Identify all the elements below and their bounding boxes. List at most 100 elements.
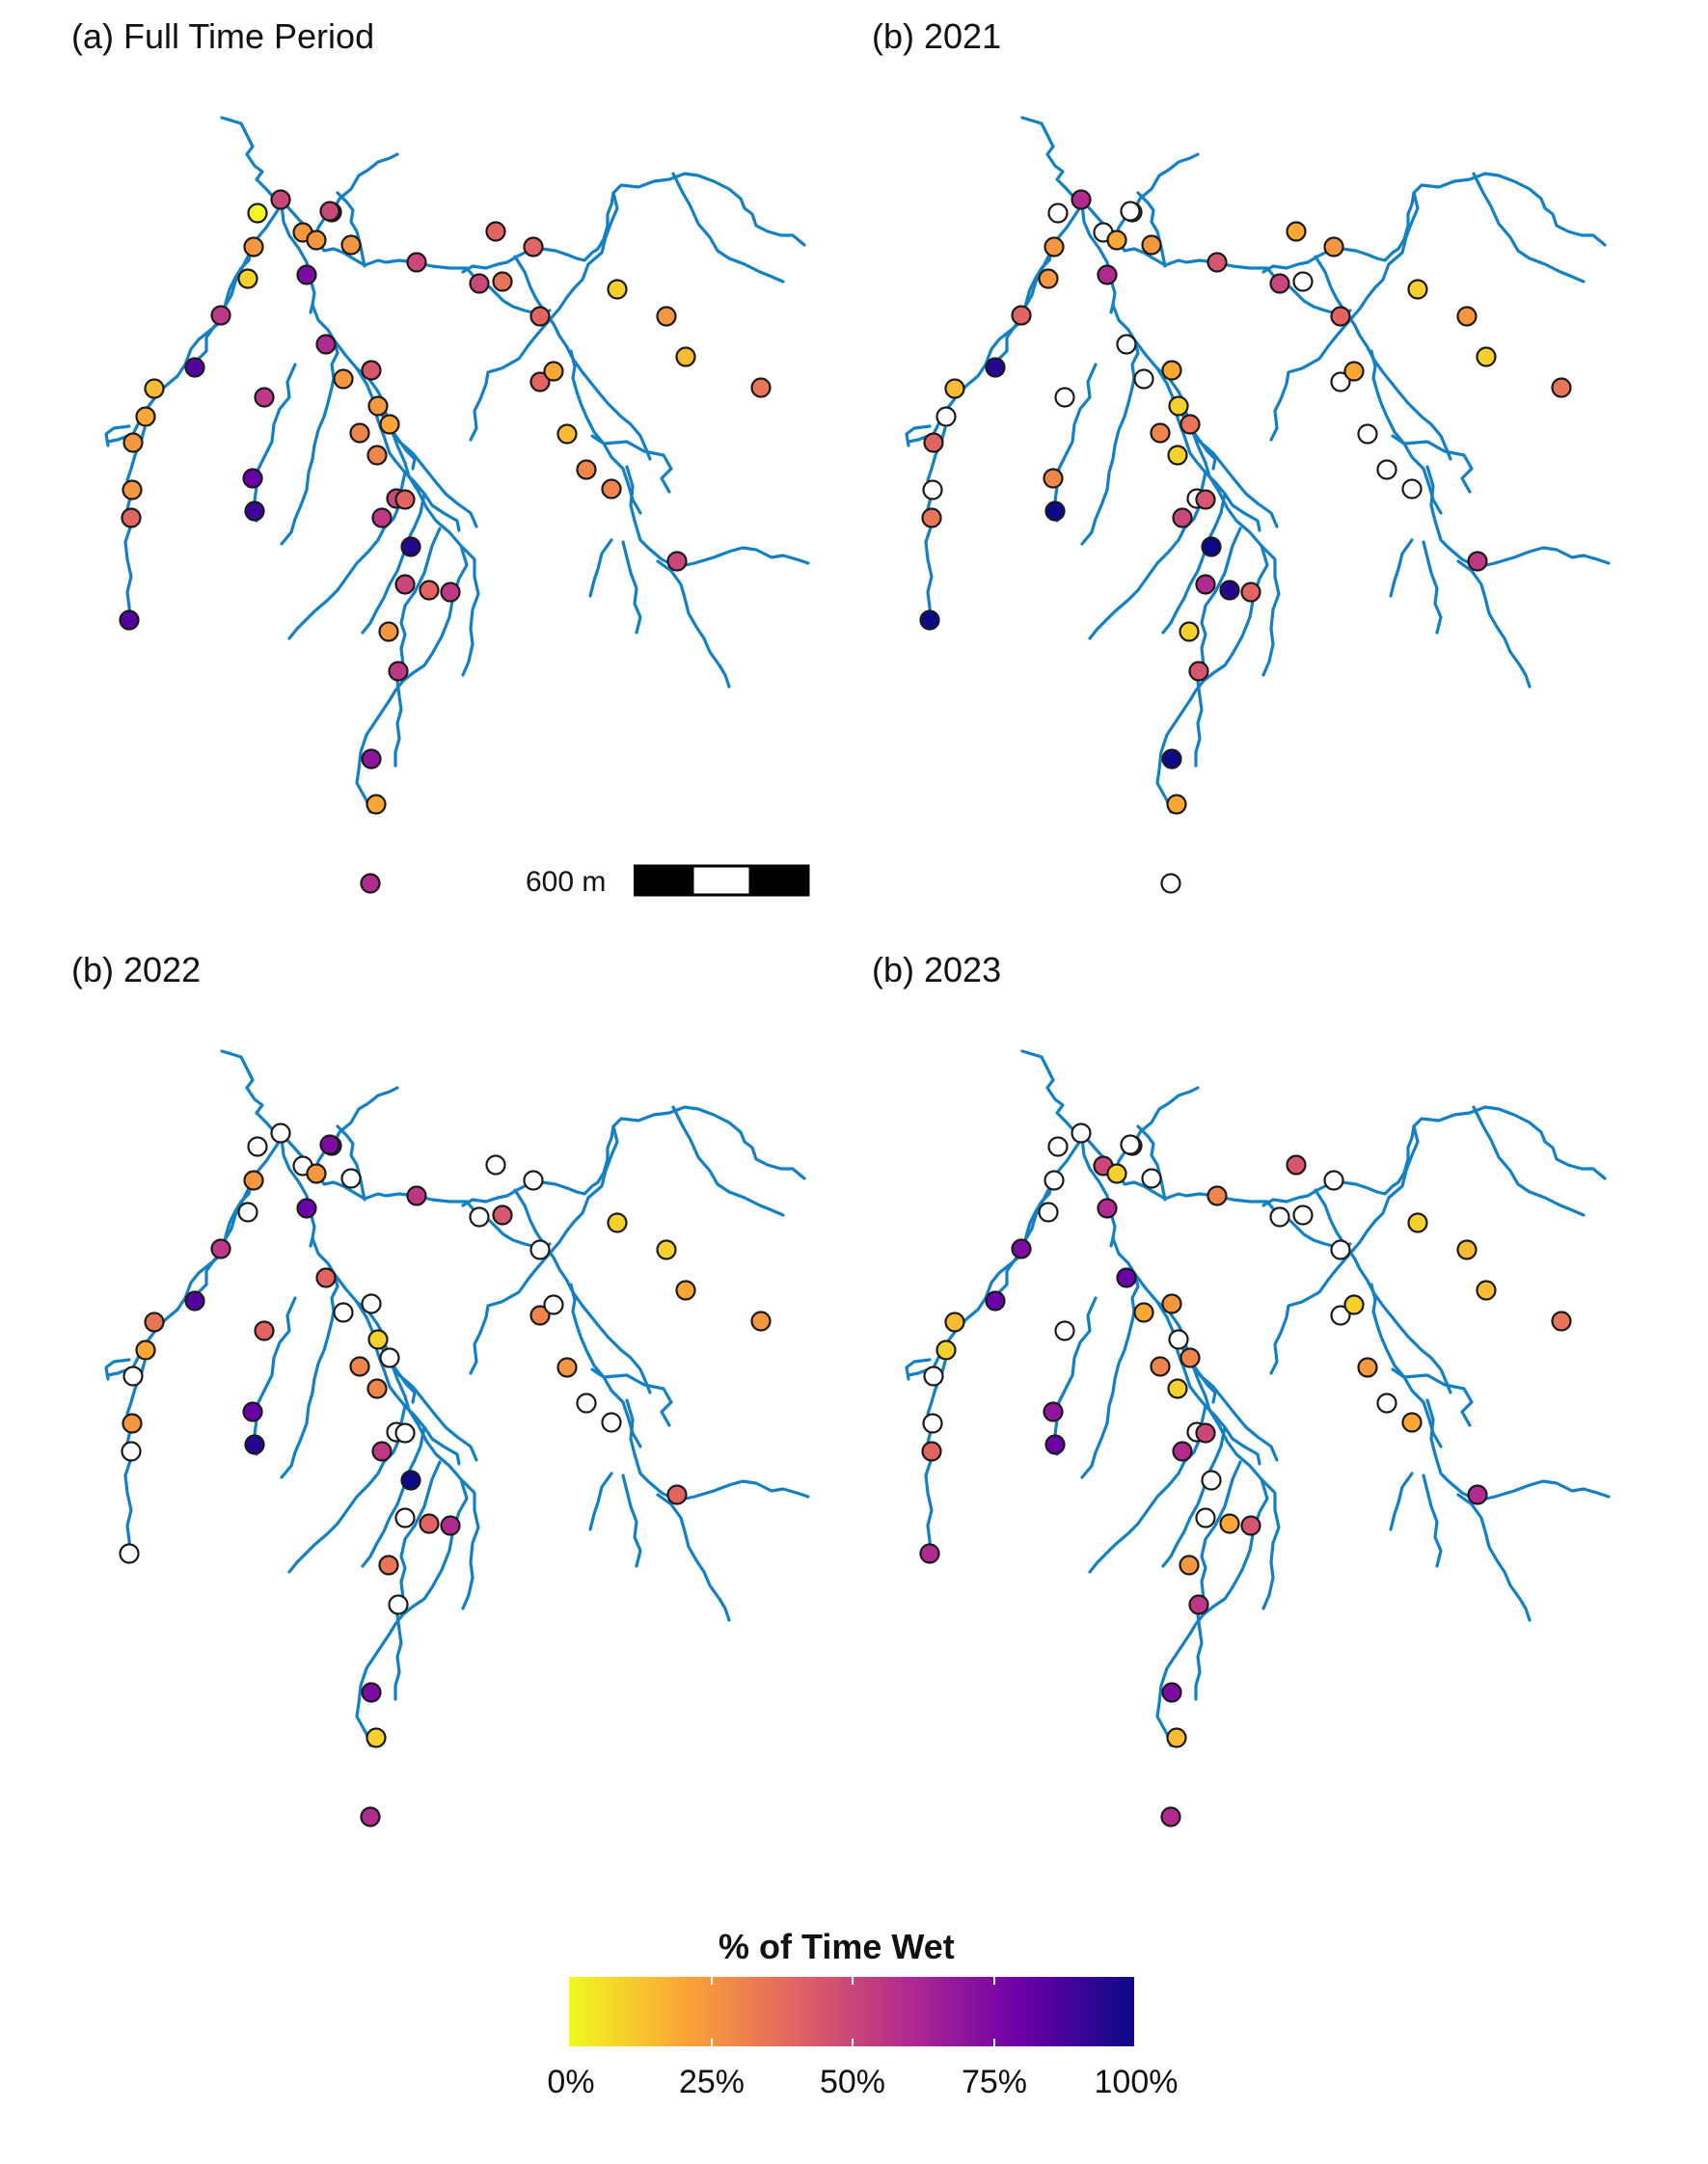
site-marker xyxy=(1116,1267,1137,1288)
site-marker xyxy=(1160,1806,1181,1827)
site-marker xyxy=(1150,422,1171,444)
stream-line xyxy=(905,1358,932,1381)
site-marker xyxy=(122,479,143,500)
stream-line xyxy=(569,1283,642,1448)
site-marker-dry xyxy=(119,1543,140,1564)
site-marker xyxy=(1219,1513,1240,1534)
site-marker xyxy=(1168,395,1189,417)
site-marker xyxy=(1467,1484,1488,1505)
site-marker-dry xyxy=(469,1206,490,1228)
site-marker-dry xyxy=(1292,271,1314,292)
site-marker-dry xyxy=(1044,1170,1065,1191)
site-marker xyxy=(1551,377,1572,398)
site-marker xyxy=(1161,360,1182,381)
site-marker xyxy=(1201,536,1222,557)
site-marker xyxy=(1043,468,1064,489)
site-marker xyxy=(1407,1212,1428,1233)
site-marker xyxy=(1161,748,1182,770)
site-marker-dry xyxy=(922,479,943,500)
site-marker xyxy=(1476,346,1497,367)
stream-line xyxy=(1472,1105,1586,1217)
stream-line xyxy=(611,1105,806,1180)
stream-line xyxy=(393,527,442,768)
stream-line xyxy=(1422,1474,1443,1568)
stream-line xyxy=(1190,428,1279,528)
stream-network-maps xyxy=(104,116,1611,1827)
stream-line xyxy=(1184,1344,1281,1610)
site-marker xyxy=(1172,507,1193,528)
site-marker xyxy=(361,1682,382,1703)
site-marker xyxy=(923,432,944,453)
stream-line xyxy=(104,424,131,447)
site-marker xyxy=(492,1204,513,1226)
site-marker xyxy=(607,279,628,300)
stream-line xyxy=(1194,527,1242,768)
site-marker xyxy=(1467,551,1488,572)
site-marker-dry xyxy=(122,1366,144,1387)
site-marker xyxy=(675,1280,696,1301)
stream-line xyxy=(1425,465,1611,569)
site-marker xyxy=(371,1441,393,1462)
stream-line xyxy=(907,249,1053,444)
site-marker xyxy=(576,459,597,480)
stream-line xyxy=(1314,255,1452,461)
stream-line xyxy=(1088,1404,1207,1574)
stream-line xyxy=(1389,1472,1414,1531)
site-marker xyxy=(1401,1412,1423,1433)
site-marker xyxy=(394,574,416,595)
site-marker xyxy=(1357,1357,1378,1378)
stream-line xyxy=(393,1460,442,1701)
stream-line xyxy=(1456,1493,1532,1622)
site-marker-dry xyxy=(1292,1204,1314,1226)
stream-line xyxy=(311,303,388,417)
stream-line xyxy=(106,1182,253,1377)
site-marker xyxy=(242,468,263,489)
site-marker xyxy=(1106,1163,1127,1184)
site-marker xyxy=(367,395,389,417)
site-marker xyxy=(419,1513,440,1534)
site-marker xyxy=(367,1329,389,1350)
stream-line xyxy=(1425,1398,1611,1502)
site-marker xyxy=(1219,580,1240,601)
site-marker xyxy=(1071,189,1092,210)
site-marker-dry xyxy=(1330,1305,1351,1326)
site-marker xyxy=(1167,1378,1188,1399)
site-marker-dry xyxy=(1195,1507,1216,1528)
legend-tick-25: 25% xyxy=(678,2064,746,2100)
site-marker xyxy=(666,551,688,572)
site-marker xyxy=(371,507,393,528)
stream-line xyxy=(621,540,642,635)
site-marker-dry xyxy=(270,1123,291,1144)
stream-line xyxy=(656,559,731,689)
stream-line xyxy=(1080,1136,1117,1248)
site-marker xyxy=(1551,1311,1572,1332)
site-marker xyxy=(388,661,409,682)
site-marker xyxy=(242,1401,263,1422)
stream-line xyxy=(336,191,366,268)
stream-line xyxy=(671,1105,785,1217)
site-marker-dry xyxy=(1376,1393,1397,1414)
site-marker xyxy=(1044,1434,1066,1455)
site-marker xyxy=(1323,236,1344,257)
site-marker xyxy=(1269,273,1290,294)
stream-line xyxy=(1261,191,1416,274)
stream-line xyxy=(361,492,426,635)
site-marker xyxy=(121,507,142,528)
stream-line xyxy=(1391,1367,1474,1427)
stream-line xyxy=(1111,1236,1188,1350)
site-marker xyxy=(254,1320,275,1341)
site-marker xyxy=(400,536,421,557)
site-marker-dry xyxy=(1401,478,1423,500)
stream-line xyxy=(569,349,642,515)
site-marker xyxy=(210,1238,231,1259)
site-marker xyxy=(529,371,551,392)
stream-line xyxy=(588,538,613,598)
site-marker-dry xyxy=(237,1202,258,1223)
site-marker xyxy=(119,609,140,631)
panel-title-a: (a) Full Time Period xyxy=(71,16,375,56)
stream-line xyxy=(907,1182,1053,1377)
site-marker xyxy=(319,1134,340,1155)
stream-line xyxy=(384,411,480,677)
site-marker xyxy=(254,387,275,408)
site-marker-dry xyxy=(1038,1202,1059,1223)
